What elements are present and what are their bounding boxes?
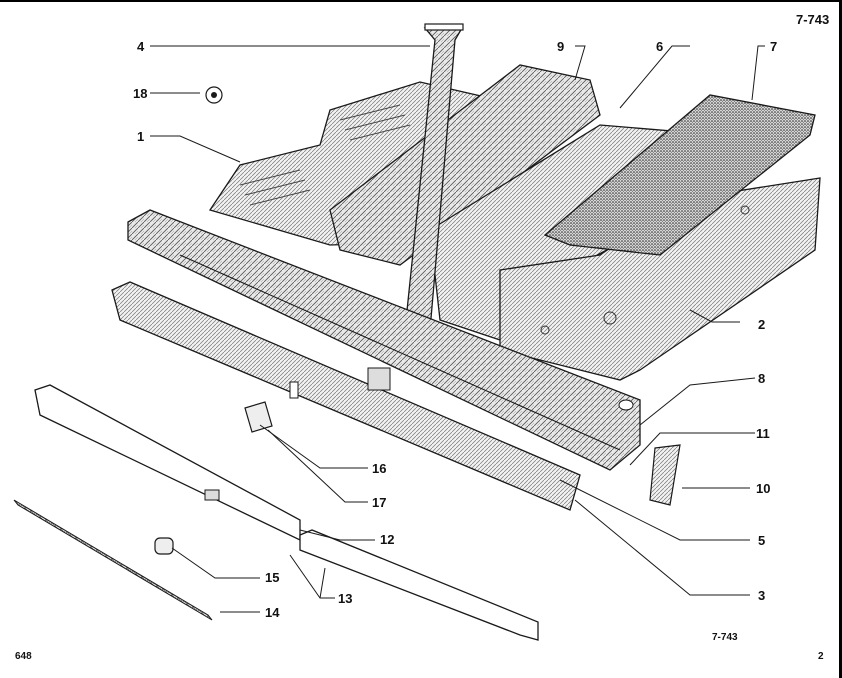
bracket [649, 444, 681, 506]
callout-2: 2 [758, 317, 766, 332]
footer-left-number: 648 [15, 651, 32, 662]
side-sill [127, 209, 641, 471]
callout-5: 5 [758, 533, 766, 548]
clip [244, 401, 273, 433]
callout-14: 14 [265, 605, 280, 620]
footer-center-ref: 7-743 [712, 632, 738, 643]
frame-right-border [839, 0, 842, 678]
callout-15: 15 [265, 570, 280, 585]
callout-9: 9 [557, 39, 565, 54]
callout-3: 3 [758, 588, 766, 603]
seal-strip [13, 499, 213, 621]
callout-7: 7 [770, 39, 778, 54]
plate-number: 7-743 [796, 12, 830, 27]
grommet [205, 86, 223, 104]
footer-right-number: 2 [818, 651, 824, 662]
rail-extension [299, 529, 539, 641]
callout-12: 12 [380, 532, 395, 547]
center-tunnel [329, 64, 601, 266]
callout-11: 11 [756, 426, 770, 441]
callout-10: 10 [756, 481, 771, 496]
callout-6: 6 [656, 39, 664, 54]
floor-mat [543, 94, 816, 256]
bump-stop [154, 537, 174, 555]
outer-sill-panel [111, 281, 581, 511]
callout-8: 8 [758, 371, 766, 386]
leader-lines [150, 45, 765, 613]
callout-4: 4 [137, 39, 145, 54]
callout-18: 18 [133, 86, 148, 101]
callout-16: 16 [372, 461, 387, 476]
callout-17: 17 [372, 495, 387, 510]
callout-13: 13 [338, 591, 353, 606]
callout-1: 1 [137, 129, 145, 144]
frame-top-border [0, 0, 842, 2]
